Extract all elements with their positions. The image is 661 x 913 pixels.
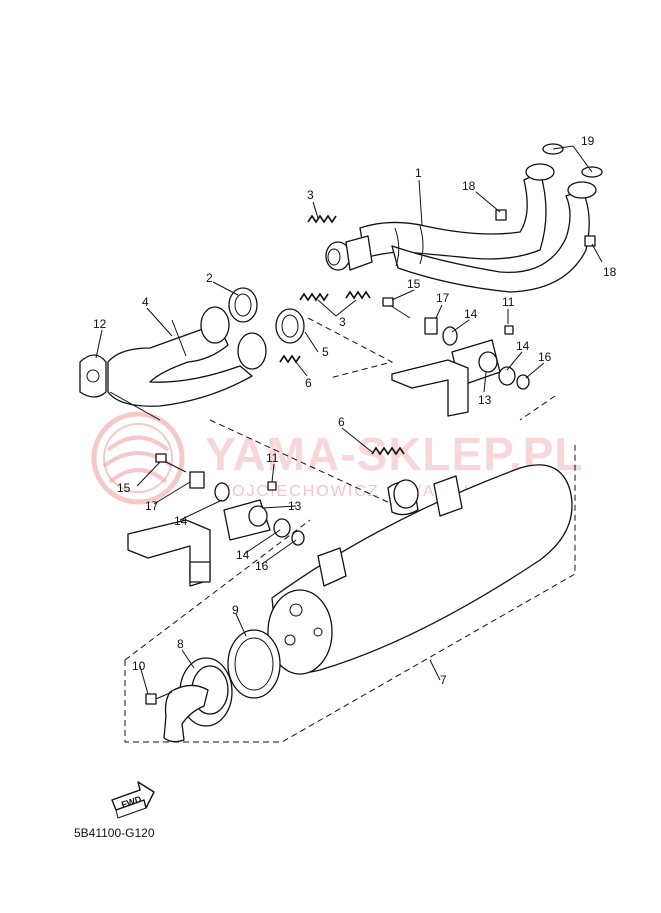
callout-17: 17: [145, 499, 159, 513]
callout-6: 6: [338, 415, 345, 429]
callout-16: 16: [255, 559, 269, 573]
mount-bracket-left: [127, 453, 305, 587]
spring-6-icon: [371, 446, 405, 456]
mount-bracket-right: [382, 297, 530, 417]
callout-1: 1: [415, 166, 422, 180]
exhaust-pipe-1: [325, 143, 603, 293]
callout-11: 11: [502, 295, 515, 309]
joint-pipe-4: [107, 306, 301, 421]
callout-6: 6: [305, 376, 312, 390]
spring-3-icon: [299, 214, 371, 302]
callout-7: 7: [440, 673, 447, 687]
callout-15: 15: [117, 481, 131, 495]
callout-4: 4: [142, 295, 149, 309]
callout-3: 3: [339, 315, 346, 329]
fwd-arrow-icon: FWD: [111, 781, 155, 819]
callout-18: 18: [603, 265, 617, 279]
dashed-assembly-lines: [124, 317, 576, 743]
callout-14: 14: [174, 514, 188, 528]
callout-19: 19: [581, 134, 595, 148]
callout-15: 15: [407, 277, 421, 291]
callout-16: 16: [538, 350, 552, 364]
callout-10: 10: [132, 659, 146, 673]
leader-lines: [95, 145, 603, 695]
bolt-10-icon: [145, 691, 173, 705]
callout-13: 13: [288, 499, 302, 513]
callout-13: 13: [478, 393, 492, 407]
gasket-5-icon: [275, 308, 305, 344]
callout-18: 18: [462, 179, 476, 193]
callout-11: 11: [266, 451, 279, 465]
callout-14: 14: [464, 307, 478, 321]
callout-14: 14: [236, 548, 250, 562]
bracket-12-icon: [79, 354, 107, 398]
tail-pipe-8: [163, 657, 233, 743]
callout-2: 2: [206, 271, 213, 285]
callout-12: 12: [93, 317, 107, 331]
callout-8: 8: [177, 637, 184, 651]
watermark-logo-icon: [91, 411, 185, 505]
nut-18-icon: [495, 209, 596, 247]
callout-14: 14: [516, 339, 530, 353]
callouts: 1 19 18 18 3 3 2 4 12 5 6 6 15 17 14 11 …: [93, 134, 617, 687]
diagram-code: 5B41100-G120: [74, 826, 155, 840]
callout-3: 3: [307, 188, 314, 202]
callout-5: 5: [322, 345, 329, 359]
callout-9: 9: [232, 603, 239, 617]
watermark-subtext: WOJCIECHOWICZ ... YAMAHA: [215, 483, 490, 500]
gasket-9-icon: [227, 629, 281, 699]
gasket-2-icon: [228, 287, 258, 323]
muffler-7: [267, 464, 573, 675]
callout-17: 17: [436, 291, 450, 305]
